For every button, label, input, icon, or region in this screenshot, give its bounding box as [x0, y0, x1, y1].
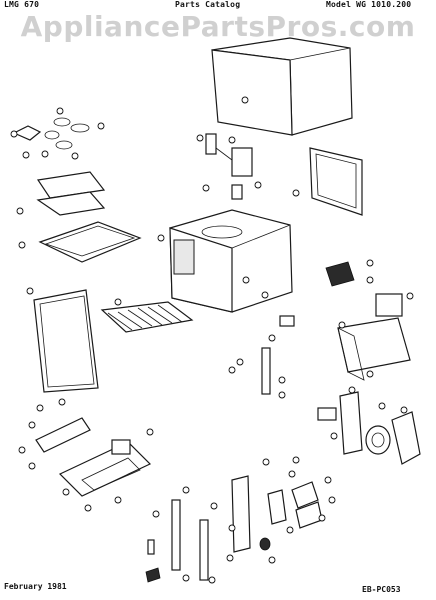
vent-grille	[325, 259, 374, 287]
control-panel	[18, 398, 154, 512]
blower-motor	[317, 386, 421, 465]
oven-cavity	[157, 209, 293, 313]
catalog-title: Parts Catalog	[175, 0, 241, 9]
fan-bracket	[16, 171, 106, 216]
model-number: Model WG 1010.200	[326, 0, 412, 9]
model-code-left: LMG 670	[4, 0, 40, 9]
oven-rack	[100, 298, 194, 333]
interlock-switches	[259, 456, 336, 564]
cabinet-cover	[211, 37, 353, 136]
transformer-box	[337, 292, 414, 381]
document-code: EB-PC053	[362, 585, 401, 594]
magnetron-parts	[196, 133, 262, 200]
switch-assembly	[228, 315, 295, 399]
side-panel	[292, 147, 363, 216]
watermark-logo: AppliancePartsPros.com	[20, 10, 416, 43]
shield-plate	[18, 221, 142, 263]
door-hinges	[145, 475, 251, 584]
publication-date: February 1981	[4, 582, 67, 591]
oven-door	[26, 287, 99, 393]
fan-assembly	[10, 107, 105, 160]
